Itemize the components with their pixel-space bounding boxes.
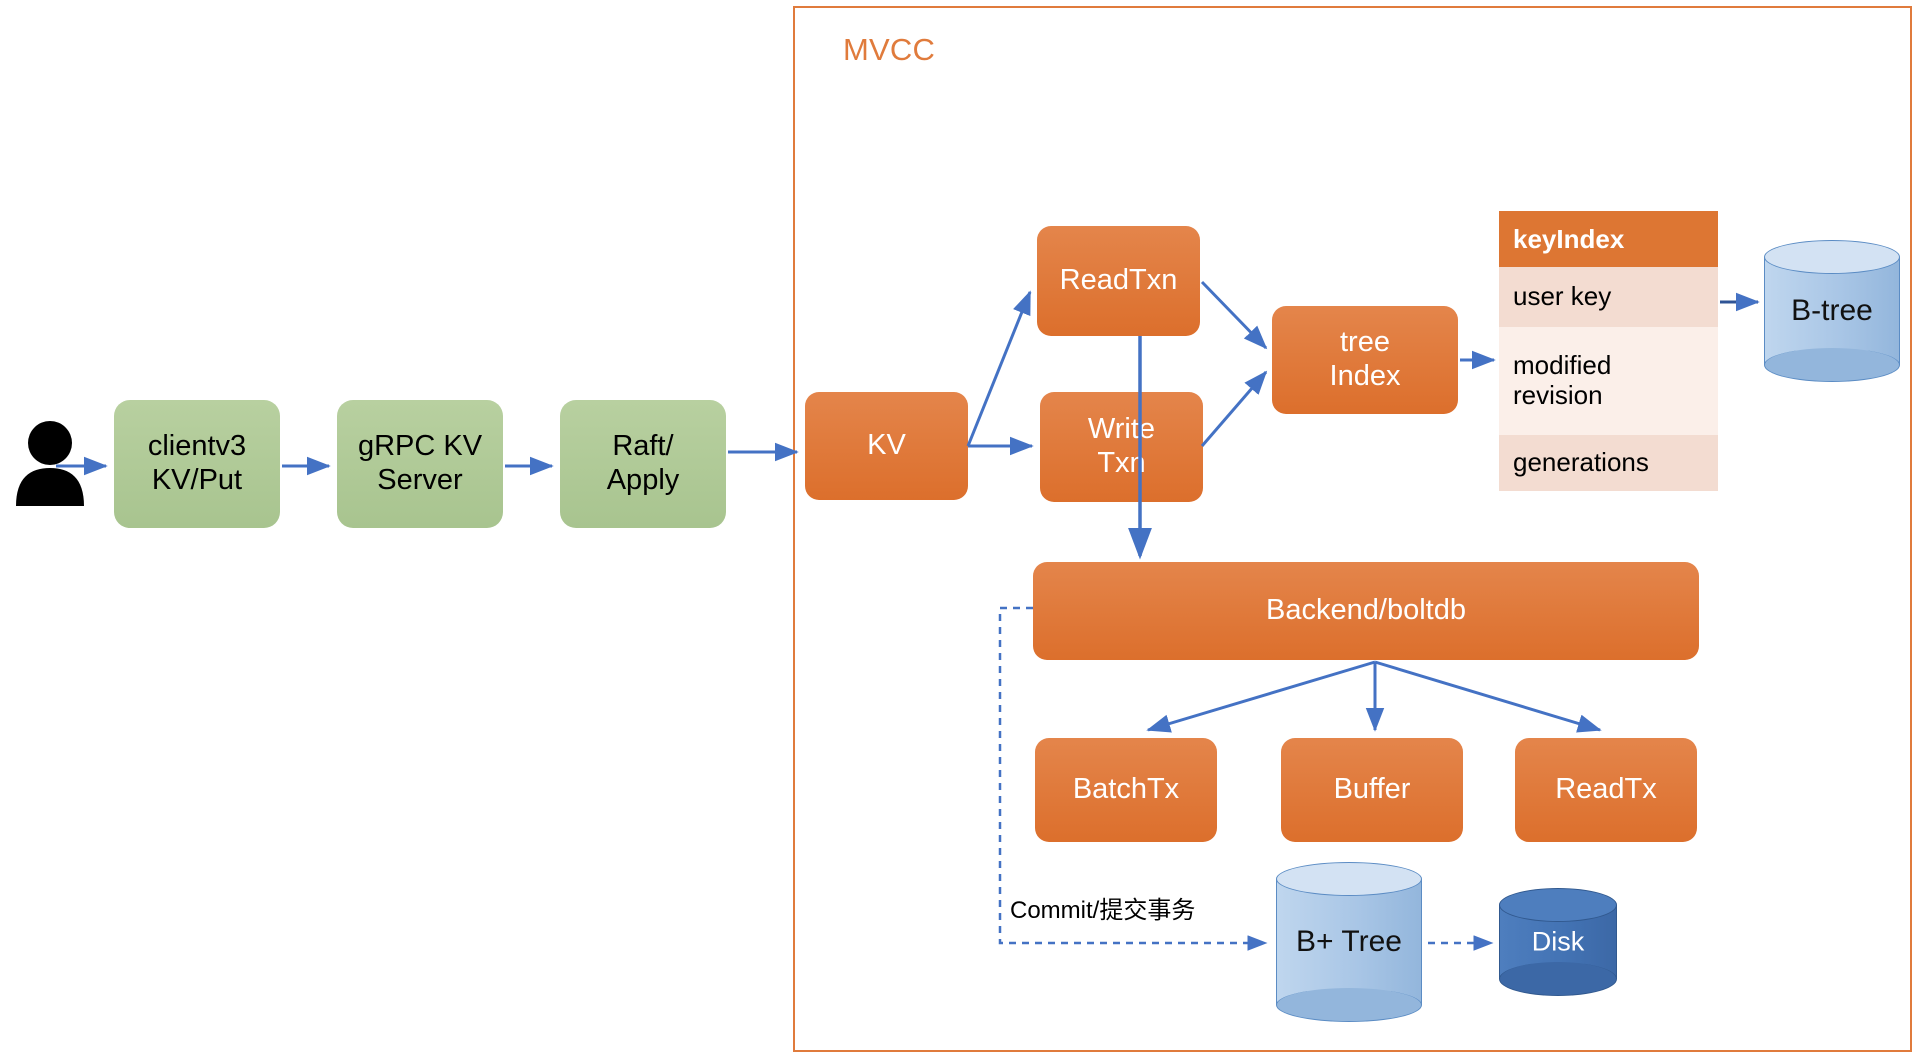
node-raft-apply-line1: Raft/: [612, 430, 674, 463]
keyindex-table-header: keyIndex: [1499, 211, 1718, 267]
commit-annotation-label: Commit/提交事务: [1010, 897, 1196, 924]
cylinder-disk-bottom: [1499, 962, 1617, 996]
node-writetxn-line2: Txn: [1097, 447, 1146, 479]
node-clientv3-line2: KV/Put: [151, 464, 243, 496]
node-writetxn-line1: Write: [1087, 413, 1156, 446]
node-buffer[interactable]: Buffer: [1281, 738, 1463, 842]
node-readtx-label: ReadTx: [1555, 773, 1657, 806]
cylinder-b-plus-tree-body: [1276, 879, 1422, 1005]
node-clientv3-line1: clientv3: [147, 430, 247, 463]
cylinder-b-plus-tree[interactable]: B+ Tree: [1276, 862, 1422, 1022]
node-raft-apply[interactable]: Raft/ Apply: [560, 400, 726, 528]
node-kv[interactable]: KV: [805, 392, 968, 500]
cylinder-b-tree-label: B-tree: [1791, 294, 1873, 327]
keyindex-row-user-key-label: user key: [1513, 281, 1612, 312]
cylinder-b-tree-body: [1764, 257, 1900, 365]
cylinder-disk[interactable]: Disk: [1499, 888, 1617, 996]
cylinder-disk-top: [1499, 888, 1617, 922]
node-grpc-kv-server[interactable]: gRPC KV Server: [337, 400, 503, 528]
node-treeindex-line2: Index: [1329, 360, 1401, 392]
keyindex-row-generations-label: generations: [1513, 447, 1649, 478]
node-grpc-kv-server-line1: gRPC KV: [357, 430, 483, 463]
node-backend-boltdb-label: Backend/boltdb: [1266, 594, 1466, 627]
node-readtxn[interactable]: ReadTxn: [1037, 226, 1200, 336]
keyindex-row-user-key: user key: [1499, 267, 1718, 327]
node-batchtx[interactable]: BatchTx: [1035, 738, 1217, 842]
cylinder-b-tree[interactable]: B-tree: [1764, 240, 1900, 382]
keyindex-row-modified-revision-line2: revision: [1513, 380, 1603, 410]
cylinder-disk-label: Disk: [1531, 926, 1585, 957]
node-readtxn-label: ReadTxn: [1059, 264, 1178, 297]
node-kv-label: KV: [867, 429, 906, 462]
node-batchtx-label: BatchTx: [1072, 773, 1180, 806]
node-treeindex[interactable]: tree Index: [1272, 306, 1458, 414]
keyindex-row-modified-revision-line1: modified: [1513, 350, 1612, 381]
node-writetxn[interactable]: Write Txn: [1040, 392, 1203, 502]
cylinder-b-plus-tree-label: B+ Tree: [1296, 925, 1402, 958]
cylinder-b-plus-tree-bottom: [1276, 988, 1422, 1022]
user-person-icon: [14, 420, 86, 506]
cylinder-b-plus-tree-top: [1276, 862, 1422, 896]
node-clientv3[interactable]: clientv3 KV/Put: [114, 400, 280, 528]
cylinder-b-tree-top: [1764, 240, 1900, 274]
node-grpc-kv-server-line2: Server: [377, 464, 463, 496]
node-raft-apply-line2: Apply: [606, 464, 680, 496]
node-treeindex-line1: tree: [1340, 326, 1390, 359]
keyindex-table: keyIndex user key modified revision gene…: [1499, 211, 1718, 491]
keyindex-row-modified-revision: modified revision: [1499, 327, 1718, 435]
cylinder-b-tree-bottom: [1764, 348, 1900, 382]
node-readtx[interactable]: ReadTx: [1515, 738, 1697, 842]
keyindex-row-generations: generations: [1499, 435, 1718, 491]
node-backend-boltdb[interactable]: Backend/boltdb: [1033, 562, 1699, 660]
mvcc-container: [793, 6, 1912, 1052]
mvcc-title: MVCC: [843, 32, 936, 67]
node-buffer-label: Buffer: [1333, 773, 1411, 806]
